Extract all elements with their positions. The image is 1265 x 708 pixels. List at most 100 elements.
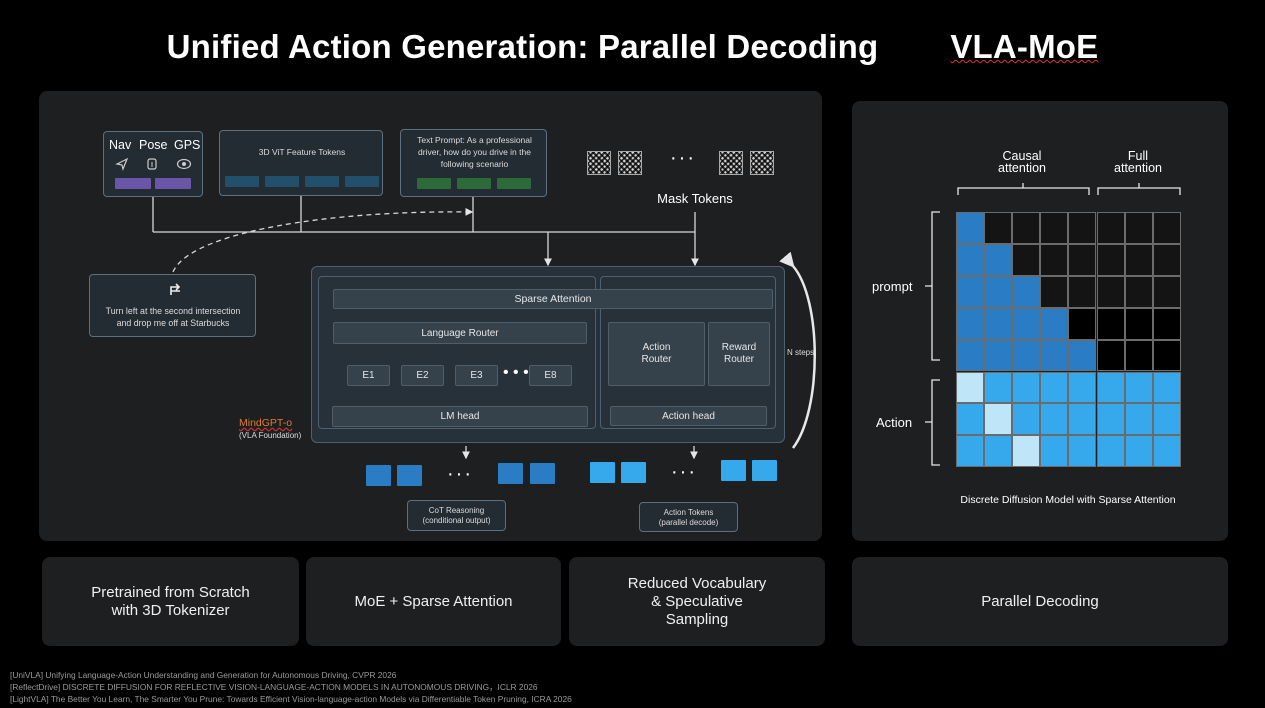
action-token: [621, 462, 646, 483]
attention-cell: [1040, 371, 1069, 404]
attention-cell: [1124, 212, 1153, 244]
attention-cell: [956, 371, 985, 404]
title-left: Unified Action Generation: Parallel Deco…: [166, 28, 879, 65]
attention-cell: [1040, 275, 1069, 308]
pose-token: [155, 178, 191, 189]
text-prompt-label: Text Prompt: As a professional driver, h…: [417, 135, 532, 169]
attention-cell: [1096, 403, 1125, 436]
title-right: VLA-MoE: [950, 28, 1099, 65]
page-title: Unified Action Generation: Parallel Deco…: [0, 28, 1265, 66]
vit-token: [345, 176, 379, 187]
pose-icon: [147, 158, 157, 170]
attention-cell: [984, 212, 1013, 244]
attention-cell: [1096, 275, 1125, 308]
attention-cell: [1152, 243, 1181, 276]
action-tokens-box: Action Tokens (parallel decode): [639, 502, 738, 532]
action-token: [721, 460, 746, 481]
attention-cell: [1096, 307, 1125, 340]
attention-cell: [1152, 275, 1181, 308]
action-head-bar: Action head: [610, 406, 767, 426]
attention-cell: [1012, 435, 1041, 468]
cot-sub: (conditional output): [422, 516, 491, 525]
gps-label: GPS: [174, 138, 201, 152]
feature-box: Reduced Vocabulary & Speculative Samplin…: [569, 557, 825, 646]
attention-cell: [1096, 435, 1125, 468]
action-router-box: Action Router: [608, 322, 705, 386]
sparse-attention-label: Sparse Attention: [514, 293, 592, 305]
attention-cell: [1012, 212, 1041, 244]
attention-cell: [1068, 339, 1097, 372]
ellipsis-icon: ···: [447, 463, 473, 485]
cot-token: [498, 463, 523, 484]
mask-token: [719, 151, 743, 175]
attention-cell: [1040, 243, 1069, 276]
attention-cell: [1012, 243, 1041, 276]
action-tokens-sub: (parallel decode): [658, 518, 719, 527]
pose-label: Pose: [139, 138, 168, 152]
action-label: Action: [876, 415, 913, 430]
expert-label: E1: [362, 370, 375, 381]
nav-token: [115, 178, 151, 189]
attention-cell: [1152, 371, 1181, 404]
attention-cell: [1040, 435, 1069, 468]
feature-label: Reduced Vocabulary & Speculative Samplin…: [627, 574, 767, 628]
attention-cell: [1040, 307, 1069, 340]
foundation-sub: (VLA Foundation): [239, 431, 302, 440]
foundation-name: MindGPT-o: [239, 417, 293, 429]
attention-cell: [1152, 403, 1181, 436]
attention-cell: [1124, 339, 1153, 372]
attention-cell: [1124, 275, 1153, 308]
attention-cell: [1152, 307, 1181, 340]
attention-cell: [984, 307, 1013, 340]
causal-attention-label: Causal attention: [998, 149, 1046, 175]
cot-label: CoT Reasoning: [428, 506, 485, 515]
lm-head-bar: LM head: [332, 406, 588, 427]
attention-cell: [984, 403, 1013, 436]
attention-cell: [1040, 403, 1069, 436]
attention-cell: [1068, 212, 1097, 244]
prompt-label: prompt: [872, 279, 913, 294]
attention-cell: [984, 339, 1013, 372]
feature-box: MoE + Sparse Attention: [306, 557, 561, 646]
attention-cell: [1124, 403, 1153, 436]
attention-cell: [1068, 307, 1097, 340]
expert-e3: E3: [455, 365, 498, 386]
attention-cell: [1152, 435, 1181, 468]
action-token: [752, 460, 777, 481]
vit-token: [305, 176, 339, 187]
cot-token: [530, 463, 555, 484]
sparse-attention-bar: Sparse Attention: [333, 289, 773, 309]
attention-cell: [1152, 212, 1181, 244]
instruction-box: Turn left at the second intersection and…: [89, 274, 256, 337]
attention-caption: Discrete Diffusion Model with Sparse Att…: [960, 494, 1176, 506]
expert-e1: E1: [347, 365, 390, 386]
expert-e2: E2: [401, 365, 444, 386]
attention-cell: [956, 435, 985, 468]
references: [UniVLA] Unifying Language-Action Unders…: [10, 669, 572, 705]
attention-cell: [1068, 435, 1097, 468]
expert-label: E2: [416, 370, 429, 381]
action-router-label: Action Router: [641, 342, 672, 365]
attention-cell: [1096, 212, 1125, 244]
attention-cell: [1124, 243, 1153, 276]
language-branch-frame: [318, 276, 596, 429]
attention-cell: [956, 212, 985, 244]
attention-cell: [1096, 371, 1125, 404]
attention-cell: [1068, 403, 1097, 436]
attention-cell: [1012, 275, 1041, 308]
feature-box: Parallel Decoding: [852, 557, 1228, 646]
reference-item: [ReflectDrive] DISCRETE DIFFUSION FOR RE…: [10, 682, 538, 692]
instruction-label: Turn left at the second intersection and…: [105, 306, 241, 328]
cot-reasoning-box: CoT Reasoning (conditional output): [407, 500, 506, 531]
text-token: [497, 178, 531, 189]
expert-label: E8: [544, 370, 557, 381]
attention-cell: [1152, 339, 1181, 372]
route-icon: [170, 283, 181, 295]
attention-cell: [956, 339, 985, 372]
attention-cell: [1096, 243, 1125, 276]
ellipsis-icon: • • •: [503, 364, 529, 381]
nav-label: Nav: [109, 138, 132, 152]
vit-token: [265, 176, 299, 187]
attention-matrix: [956, 212, 1181, 468]
